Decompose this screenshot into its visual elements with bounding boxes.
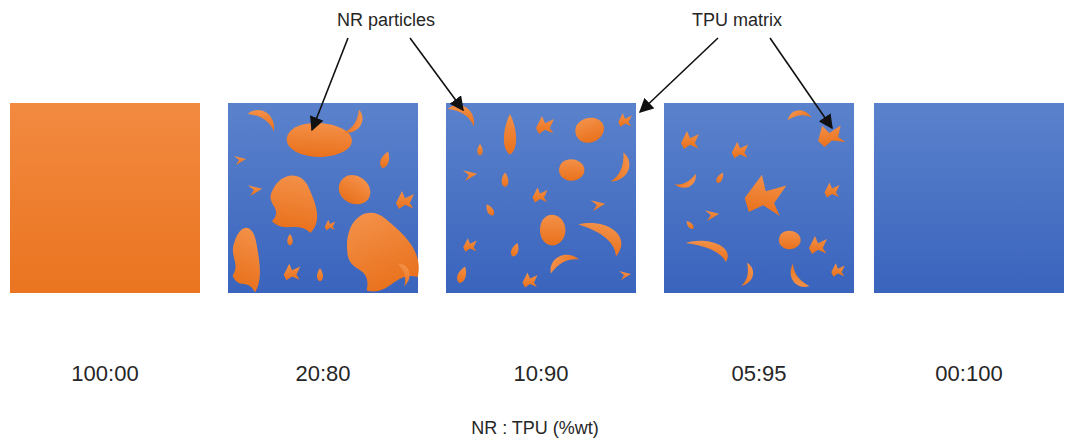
- callout-label: TPU matrix: [692, 10, 782, 31]
- sample-square: 00:100: [874, 103, 1064, 293]
- ratio-label: 20:80: [208, 361, 438, 387]
- ratio-label: 05:95: [644, 361, 874, 387]
- nr-particles: [674, 105, 846, 289]
- callout-label: NR particles: [337, 10, 435, 31]
- sample-square: 100:00: [10, 103, 200, 293]
- blend-square: [664, 103, 854, 293]
- ratio-label: 100:00: [0, 361, 220, 387]
- sample-square: 20:80: [228, 103, 418, 293]
- ratio-label: 10:90: [426, 361, 656, 387]
- nr-particles: [228, 109, 422, 300]
- sample-square: 10:90: [446, 103, 636, 293]
- sample-square: 05:95: [664, 103, 854, 293]
- axis-caption: NR : TPU (%wt): [471, 418, 599, 439]
- nr-particles: [448, 105, 632, 288]
- nr-square: [10, 103, 200, 293]
- blend-square: [446, 103, 636, 293]
- ratio-label: 00:100: [854, 361, 1070, 387]
- leader-arrows: [312, 38, 832, 130]
- tpu-square: [874, 103, 1064, 293]
